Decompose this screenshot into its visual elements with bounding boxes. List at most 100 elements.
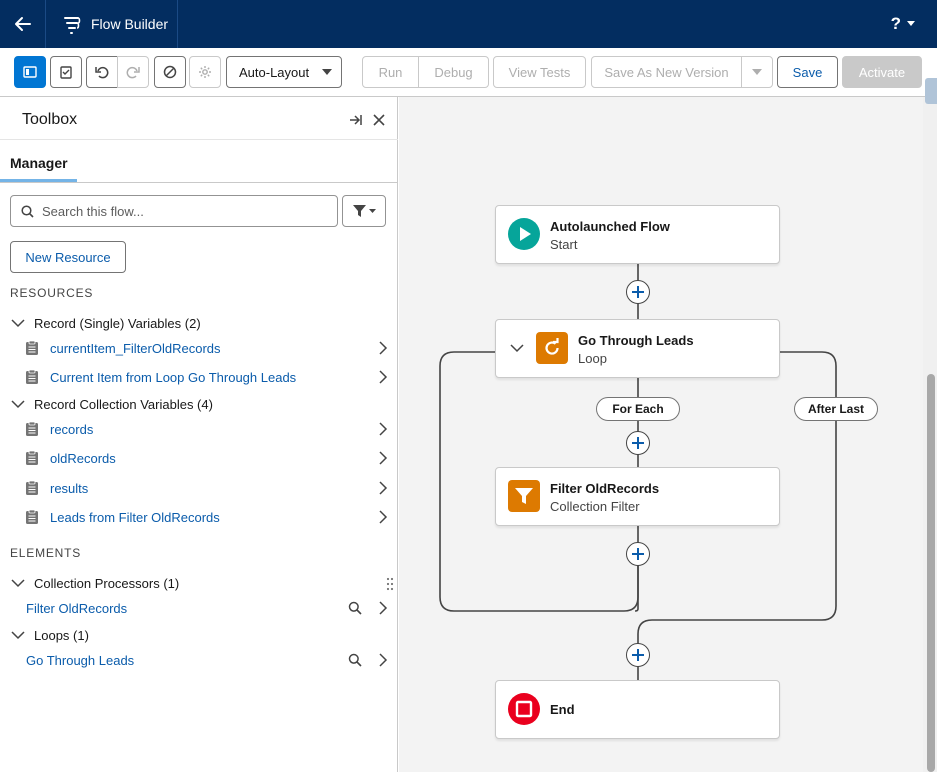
- start-node[interactable]: Autolaunched Flow Start: [495, 205, 780, 264]
- help-menu[interactable]: ?: [891, 14, 915, 34]
- scrollbar-thumb[interactable]: [927, 374, 935, 772]
- debug-button[interactable]: Debug: [418, 56, 489, 88]
- list-item[interactable]: Go Through Leads: [26, 649, 390, 671]
- list-item[interactable]: Leads from Filter OldRecords: [24, 506, 390, 528]
- view-tests-button[interactable]: View Tests: [493, 56, 586, 88]
- flow-properties-button[interactable]: [50, 56, 82, 88]
- save-button[interactable]: Save: [777, 56, 838, 88]
- chevron-right-icon[interactable]: [376, 370, 390, 384]
- elements-heading: ELEMENTS: [10, 546, 82, 560]
- list-item[interactable]: currentItem_FilterOldRecords: [24, 337, 390, 359]
- chevron-right-icon[interactable]: [376, 422, 390, 436]
- ban-icon: [163, 65, 177, 79]
- add-element-button[interactable]: [626, 643, 650, 667]
- chevron-down-icon: [11, 631, 25, 640]
- variable-icon: [26, 509, 38, 524]
- plus-icon: [632, 548, 644, 560]
- plus-icon: [632, 649, 644, 661]
- variable-icon: [26, 340, 38, 355]
- layout-select[interactable]: Auto-Layout: [226, 56, 342, 88]
- element-group-loops[interactable]: Loops (1): [10, 625, 89, 645]
- search-icon[interactable]: [348, 653, 362, 667]
- element-label: Filter OldRecords: [26, 600, 128, 616]
- resource-label: oldRecords: [50, 450, 116, 466]
- loop-icon: [545, 338, 559, 355]
- toggle-toolbox-button[interactable]: [14, 56, 46, 88]
- flow-icon: [64, 17, 81, 34]
- chevron-down-icon: [11, 579, 25, 588]
- element-group-collection-processors[interactable]: Collection Processors (1): [10, 573, 179, 593]
- list-item[interactable]: results: [24, 477, 390, 499]
- run-button[interactable]: Run: [362, 56, 419, 88]
- resources-heading: RESOURCES: [10, 286, 94, 300]
- plus-icon: [632, 437, 644, 449]
- divider: [0, 182, 398, 183]
- add-element-button[interactable]: [626, 542, 650, 566]
- undo-button[interactable]: [86, 56, 118, 88]
- chevron-right-icon[interactable]: [376, 341, 390, 355]
- filter-node-title: Filter OldRecords: [550, 481, 660, 496]
- toolbar: Auto-Layout Run Debug View Tests Save As…: [0, 48, 937, 97]
- activate-button[interactable]: Activate: [842, 56, 922, 88]
- chevron-right-icon[interactable]: [376, 601, 390, 615]
- chevron-right-icon[interactable]: [376, 481, 390, 495]
- chevron-down-icon: [11, 400, 25, 409]
- errors-button[interactable]: [154, 56, 186, 88]
- chevron-down-icon: [368, 208, 376, 213]
- resize-handle-icon[interactable]: [386, 577, 394, 591]
- variable-icon: [26, 450, 38, 465]
- toolbox-title: Toolbox: [22, 111, 78, 128]
- arrow-left-icon: [14, 17, 31, 31]
- search-icon[interactable]: [348, 601, 362, 615]
- resource-label: Current Item from Loop Go Through Leads: [50, 369, 297, 385]
- new-resource-button[interactable]: New Resource: [10, 241, 126, 273]
- end-node-title: End: [550, 702, 575, 717]
- chevron-down-icon: [907, 21, 915, 26]
- resource-group-record-single[interactable]: Record (Single) Variables (2): [10, 313, 201, 333]
- back-button[interactable]: [0, 0, 46, 48]
- redo-button[interactable]: [117, 56, 149, 88]
- start-node-title: Autolaunched Flow: [550, 219, 670, 234]
- add-element-button[interactable]: [626, 280, 650, 304]
- filter-icon: [352, 205, 366, 217]
- filter-button[interactable]: [342, 195, 386, 227]
- save-options-dropdown[interactable]: [741, 56, 773, 88]
- loop-node[interactable]: Go Through Leads Loop: [495, 319, 780, 378]
- loop-node-icon: [536, 332, 568, 364]
- chevron-right-icon[interactable]: [376, 653, 390, 667]
- flow-canvas[interactable]: Autolaunched Flow Start Go Through Leads…: [399, 97, 923, 772]
- active-tab-indicator: [0, 179, 77, 182]
- tab-manager[interactable]: Manager: [10, 155, 68, 171]
- group-label: Collection Processors (1): [34, 575, 180, 591]
- app-identity: Flow Builder: [46, 0, 178, 48]
- resource-group-record-collection[interactable]: Record Collection Variables (4): [10, 394, 213, 414]
- variable-icon: [26, 480, 38, 495]
- add-element-button[interactable]: [626, 431, 650, 455]
- list-item[interactable]: oldRecords: [24, 447, 390, 469]
- settings-button[interactable]: [189, 56, 221, 88]
- gear-icon: [199, 66, 211, 78]
- end-node[interactable]: End: [495, 680, 780, 739]
- save-as-new-version-button[interactable]: Save As New Version: [591, 56, 742, 88]
- chevron-down-icon: [11, 319, 25, 328]
- group-label: Loops (1): [34, 627, 89, 643]
- close-icon[interactable]: [373, 114, 385, 126]
- list-item[interactable]: Filter OldRecords: [26, 597, 390, 619]
- filter-node-icon: [508, 480, 540, 512]
- group-label: Record Collection Variables (4): [34, 396, 213, 412]
- dock-panel-icon[interactable]: [349, 113, 363, 127]
- variable-icon: [26, 369, 38, 384]
- list-item[interactable]: records: [24, 418, 390, 440]
- filter-node-subtitle: Collection Filter: [550, 499, 640, 514]
- filter-node[interactable]: Filter OldRecords Collection Filter: [495, 467, 780, 526]
- undo-icon: [95, 66, 109, 79]
- chevron-right-icon[interactable]: [376, 451, 390, 465]
- chevron-down-icon[interactable]: [510, 343, 524, 353]
- chevron-right-icon[interactable]: [376, 510, 390, 524]
- search-input[interactable]: Search this flow...: [10, 195, 338, 227]
- variable-icon: [26, 421, 38, 436]
- chevron-down-icon: [752, 69, 762, 75]
- side-tab[interactable]: [925, 78, 937, 104]
- layout-select-value: Auto-Layout: [239, 64, 310, 80]
- list-item[interactable]: Current Item from Loop Go Through Leads: [24, 366, 390, 388]
